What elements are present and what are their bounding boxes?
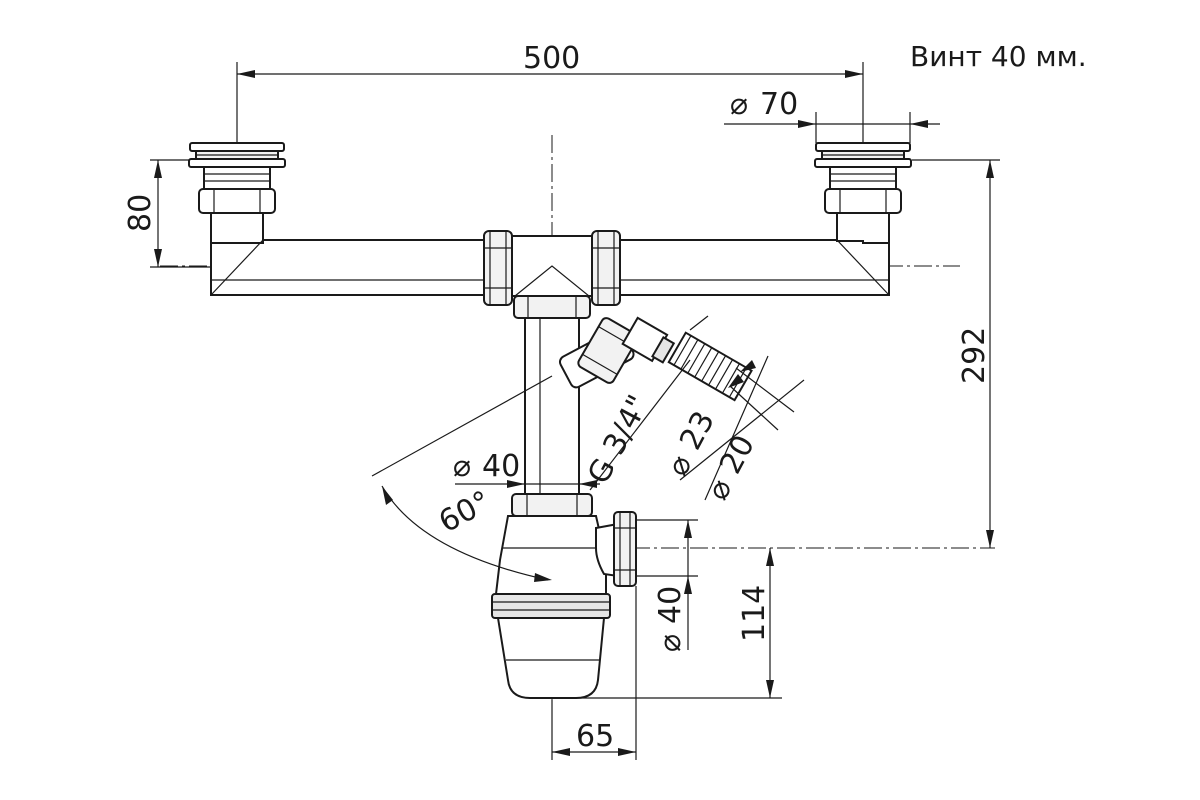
dim-angle: 60° xyxy=(433,484,496,540)
diameter-icon: ⌀ xyxy=(700,473,739,505)
left-strainer xyxy=(188,142,286,244)
diameter-icon: ⌀ xyxy=(453,449,471,484)
dim-outlet-pipe: 40 xyxy=(653,586,688,624)
diameter-icon: ⌀ xyxy=(730,87,748,122)
dimension-lines xyxy=(150,62,1000,760)
dim-outlet-height: 114 xyxy=(737,585,772,642)
horizontal-pipe xyxy=(210,230,890,306)
dim-thread: G 3/4" xyxy=(581,390,656,490)
siphon-body xyxy=(491,295,637,699)
dim-spacing: 500 xyxy=(523,41,580,76)
dim-offset: 65 xyxy=(576,719,614,754)
dim-hose-inner: 20 xyxy=(713,430,762,480)
diameter-icon: ⌀ xyxy=(660,449,699,481)
hose-connector xyxy=(558,316,753,402)
right-strainer xyxy=(814,142,912,244)
diameter-icon: ⌀ xyxy=(653,634,688,652)
dim-strainer-height: 80 xyxy=(123,194,158,232)
dim-pipe-diameter: 40 xyxy=(482,449,520,484)
dim-total-height: 292 xyxy=(957,327,992,384)
dim-outlet-diameter: 70 xyxy=(760,87,798,122)
screw-note: Винт 40 мм. xyxy=(910,40,1087,73)
dim-hose-outer: 23 xyxy=(673,406,722,456)
